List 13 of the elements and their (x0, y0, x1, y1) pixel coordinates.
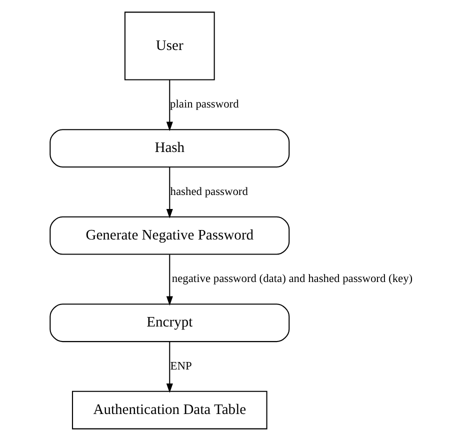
node-box: Hash (50, 129, 290, 168)
node-box: Generate Negative Password (50, 216, 290, 255)
edge-label: ENP (170, 360, 192, 372)
node-box: User (124, 12, 215, 80)
edge-label: hashed password (170, 186, 248, 198)
node-box: Authentication Data Table (72, 390, 268, 430)
node-box: Encrypt (50, 304, 290, 342)
arrow (166, 167, 173, 218)
arrow (166, 80, 173, 132)
edge-label: negative password (data) and hashed password (key) (172, 273, 413, 286)
arrow (166, 342, 173, 393)
edge-label: plain password (170, 98, 239, 111)
arrow (166, 254, 173, 306)
